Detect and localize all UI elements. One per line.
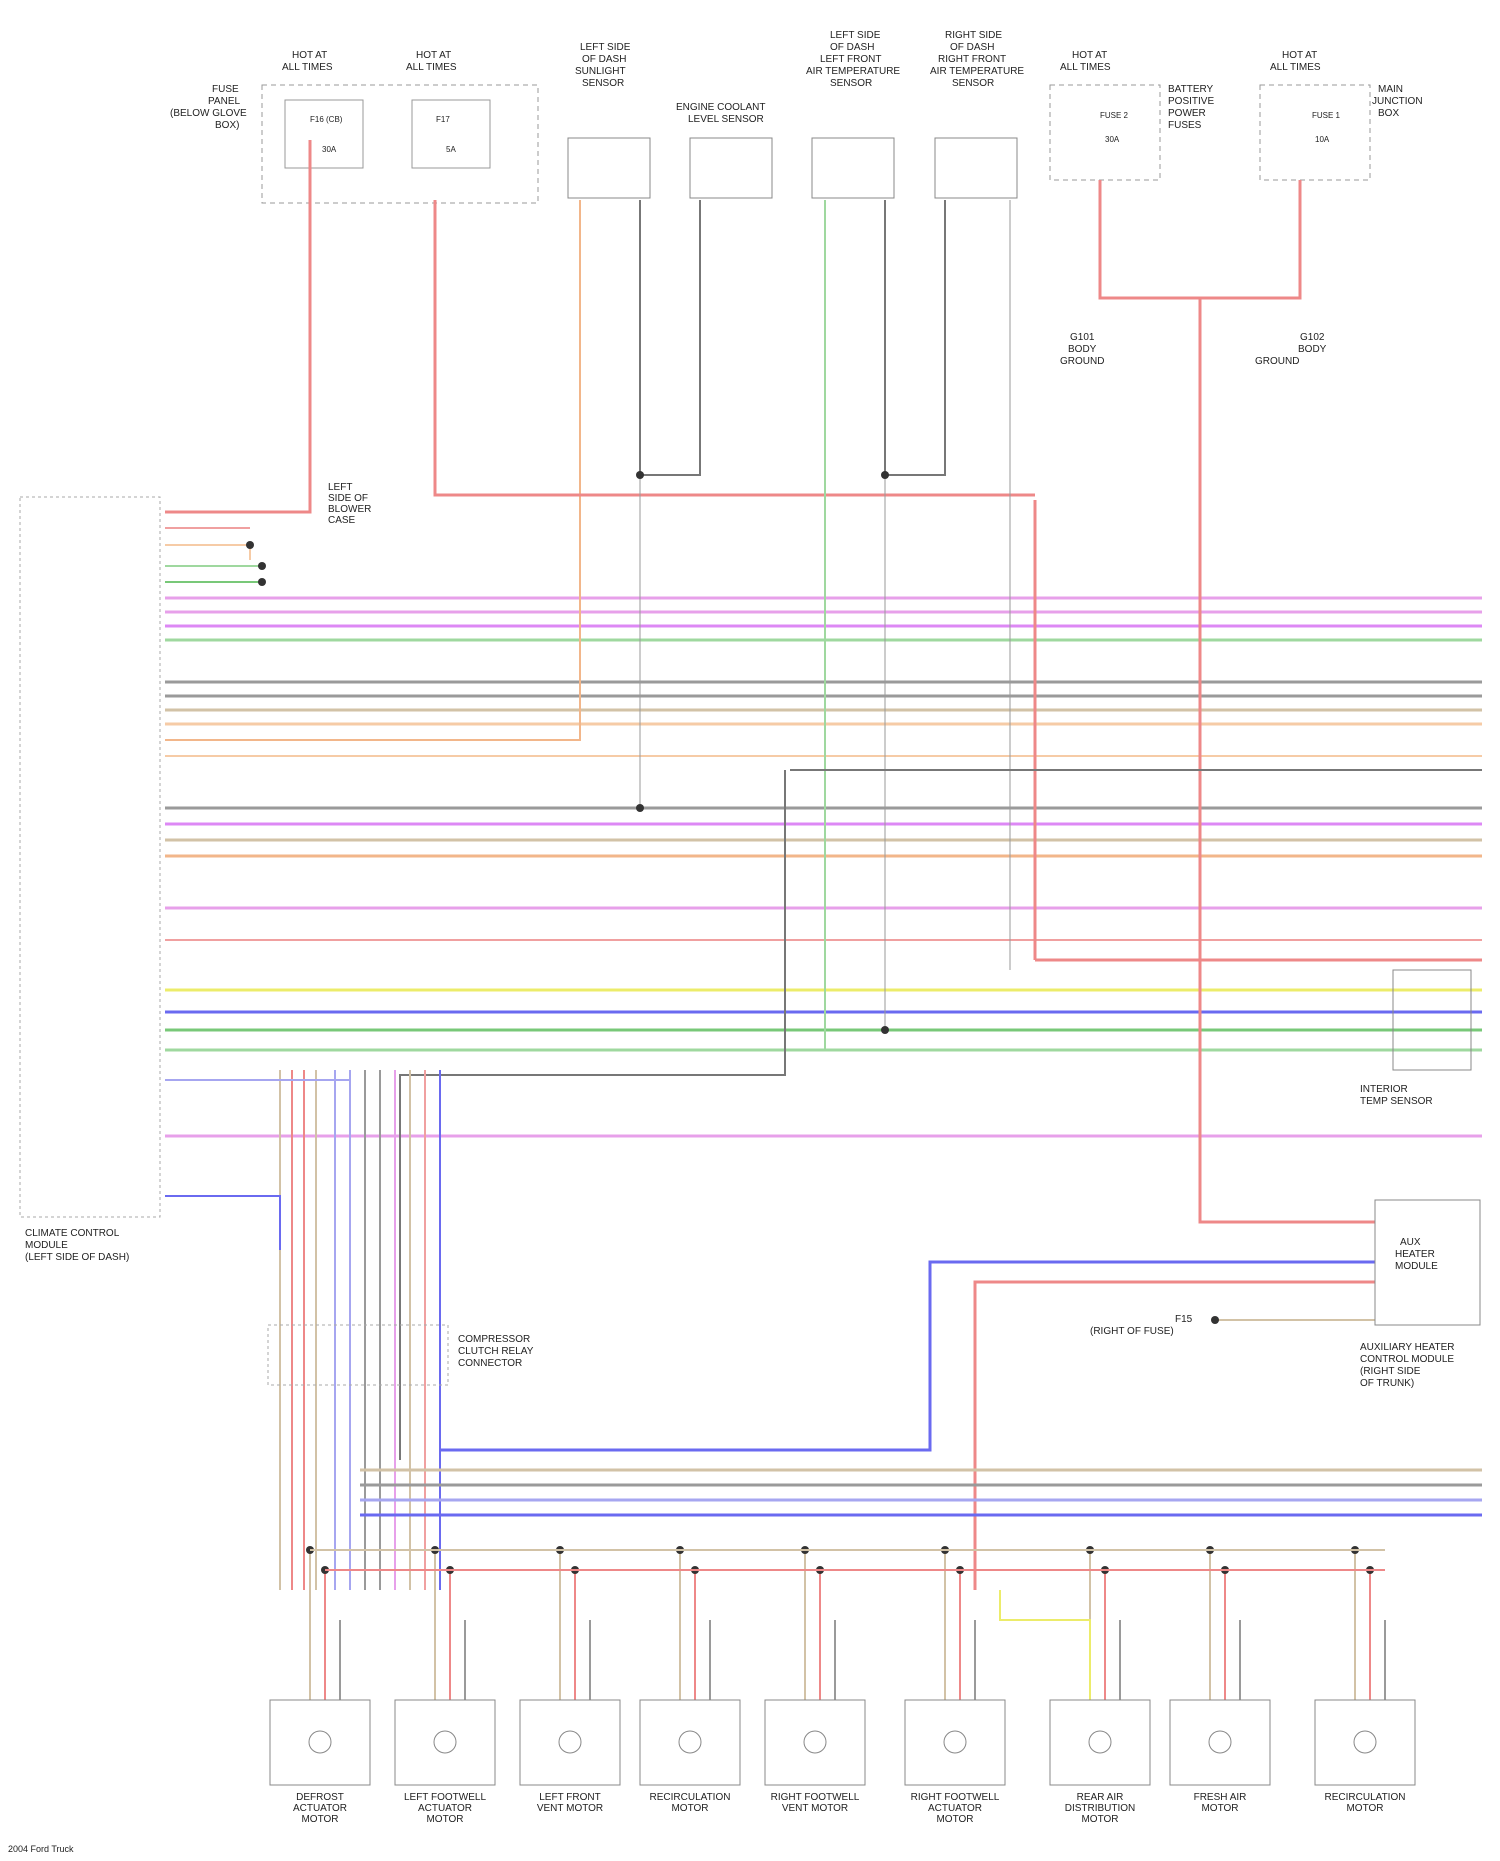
splice-dot [636, 804, 644, 812]
fuse-1-amps: 30A [322, 145, 337, 154]
fuse-2-label: F17 [436, 115, 450, 124]
sunlight-sensor [568, 138, 650, 198]
splice-dot [1211, 1316, 1219, 1324]
splice-dot [246, 541, 254, 549]
wire-sensor-gnd-1 [640, 200, 700, 475]
motor-symbol [559, 1731, 581, 1753]
wire-blue-aux [440, 1262, 1375, 1450]
splice-dot [881, 471, 889, 479]
right-air-temp-sensor [935, 138, 1017, 198]
fuse-3-label: FUSE 2 [1100, 111, 1129, 120]
fuse-2-amps: 5A [446, 145, 456, 154]
motor-symbol [434, 1731, 456, 1753]
motor-body [1170, 1700, 1270, 1785]
motor-body [395, 1700, 495, 1785]
motor-body [1315, 1700, 1415, 1785]
left-air-temp-sensor [812, 138, 894, 198]
fuse-4-label: FUSE 1 [1312, 111, 1341, 120]
motor-symbol [804, 1731, 826, 1753]
fuse-3-amps: 30A [1105, 135, 1120, 144]
wire-red-aux [975, 1282, 1375, 1590]
motor-symbol [944, 1731, 966, 1753]
motor-body [765, 1700, 865, 1785]
wire-layer [165, 140, 1482, 1700]
wire-red-feed [165, 140, 310, 512]
motor-symbol [1354, 1731, 1376, 1753]
motor-body [640, 1700, 740, 1785]
splice-dot [881, 1026, 889, 1034]
small-fuse-label: F15(RIGHT OF FUSE) [1090, 1314, 1193, 1337]
motor-symbol [1089, 1731, 1111, 1753]
wire-stub-2 [165, 545, 250, 560]
motor-symbol [679, 1731, 701, 1753]
motor-body [270, 1700, 370, 1785]
fuse-4-amps: 10A [1315, 135, 1330, 144]
motor-symbol [1209, 1731, 1231, 1753]
motor-symbol [309, 1731, 331, 1753]
splice-dot [636, 471, 644, 479]
splice-dot [258, 578, 266, 586]
coolant-level-sensor [690, 138, 772, 198]
motor-body [1050, 1700, 1150, 1785]
wire-blue-light-a [165, 1080, 350, 1250]
motor-body [905, 1700, 1005, 1785]
wire-sunlight [165, 200, 580, 740]
footer-text: 2004 Ford Truck [8, 1844, 74, 1854]
wire-sensor-gnd-2 [885, 200, 945, 475]
fuse-1-label: F16 (CB) [310, 115, 343, 124]
splice-dot [258, 562, 266, 570]
motor-body [520, 1700, 620, 1785]
wire-right-fuse [1100, 180, 1300, 298]
motor-bus-yellow [1000, 1590, 1090, 1700]
wire-blue-b [165, 1196, 280, 1250]
